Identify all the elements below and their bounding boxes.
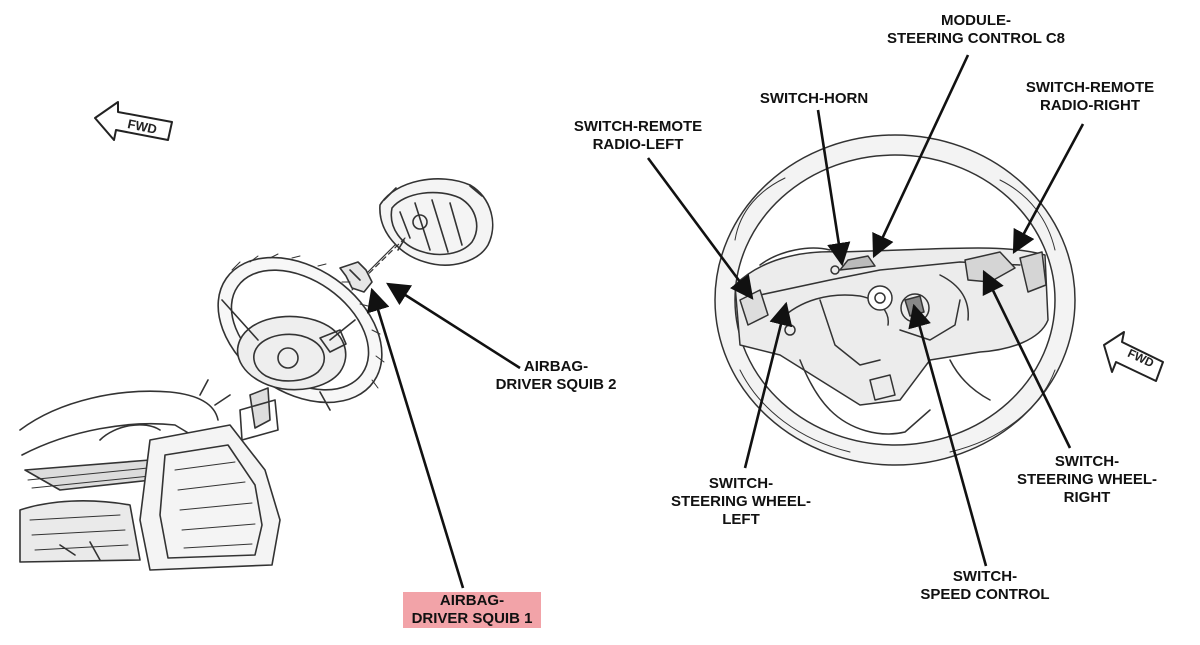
label-switch-wheel-left: SWITCH- STEERING WHEEL- LEFT xyxy=(648,475,834,529)
label-switch-wheel-left-line2: STEERING WHEEL- xyxy=(670,493,811,510)
label-switch-speed-line2: SPEED CONTROL xyxy=(920,586,1050,603)
label-airbag-squib1-line1: AIRBAG- xyxy=(439,592,505,609)
fwd-arrow-right: FWD xyxy=(1103,331,1164,382)
label-switch-wheel-left-line3: LEFT xyxy=(722,511,760,528)
leader-airbag-squib1 xyxy=(366,287,465,589)
leader-switch-wheel-right xyxy=(982,269,1072,449)
leader-module-steering xyxy=(872,54,970,259)
label-switch-speed-line1: SWITCH- xyxy=(952,568,1018,585)
fwd-left-text: FWD xyxy=(126,116,158,137)
leader-switch-horn xyxy=(816,109,851,267)
label-switch-horn: SWITCH-HORN xyxy=(744,90,884,108)
instrument-panel-drawing xyxy=(19,379,281,571)
label-switch-speed: SWITCH- SPEED CONTROL xyxy=(900,568,1070,604)
label-switch-wheel-right-line1: SWITCH- xyxy=(1054,453,1120,470)
label-switch-wheel-right-line2: STEERING WHEEL- xyxy=(1016,471,1157,488)
leader-switch-remote-right xyxy=(1012,123,1085,255)
label-switch-horn-line1: SWITCH-HORN xyxy=(759,90,869,107)
squib-connector-drawing xyxy=(339,261,373,293)
steering-wheel-rear-illustration xyxy=(714,134,1076,466)
label-airbag-squib2-line2: DRIVER SQUIB 2 xyxy=(495,376,617,393)
label-airbag-squib2: AIRBAG- DRIVER SQUIB 2 xyxy=(466,358,646,394)
steering-hub-drawing xyxy=(221,299,356,411)
label-switch-wheel-right-line3: RIGHT xyxy=(1063,489,1111,506)
label-switch-remote-left-line1: SWITCH-REMOTE xyxy=(573,118,703,135)
leader-lines xyxy=(366,54,1085,589)
label-switch-remote-left-line2: RADIO-LEFT xyxy=(592,136,684,153)
label-switch-remote-right-line2: RADIO-RIGHT xyxy=(1040,97,1140,114)
label-switch-remote-right: SWITCH-REMOTE RADIO-RIGHT xyxy=(1010,79,1170,115)
leader-switch-speed xyxy=(908,303,988,567)
fwd-arrow-left: FWD xyxy=(94,101,173,141)
label-module-steering: MODULE- STEERING CONTROL C8 xyxy=(866,12,1086,48)
airbag-module-drawing xyxy=(379,178,494,266)
leader-switch-wheel-left xyxy=(743,301,793,469)
label-module-steering-line1: MODULE- xyxy=(941,12,1011,29)
label-switch-wheel-left-line1: SWITCH- xyxy=(708,475,774,492)
label-module-steering-line2: STEERING CONTROL C8 xyxy=(886,30,1066,47)
label-airbag-squib1-line2: DRIVER SQUIB 1 xyxy=(411,610,533,627)
steering-column-illustration xyxy=(19,178,494,571)
label-switch-remote-left: SWITCH-REMOTE RADIO-LEFT xyxy=(556,118,720,154)
label-switch-wheel-right: SWITCH- STEERING WHEEL- RIGHT xyxy=(994,453,1180,507)
label-airbag-squib1: AIRBAG- DRIVER SQUIB 1 xyxy=(403,592,541,628)
leader-switch-remote-left xyxy=(646,157,754,300)
label-airbag-squib2-line1: AIRBAG- xyxy=(523,358,589,375)
label-switch-remote-right-line1: SWITCH-REMOTE xyxy=(1025,79,1155,96)
leader-airbag-squib2 xyxy=(386,282,521,370)
